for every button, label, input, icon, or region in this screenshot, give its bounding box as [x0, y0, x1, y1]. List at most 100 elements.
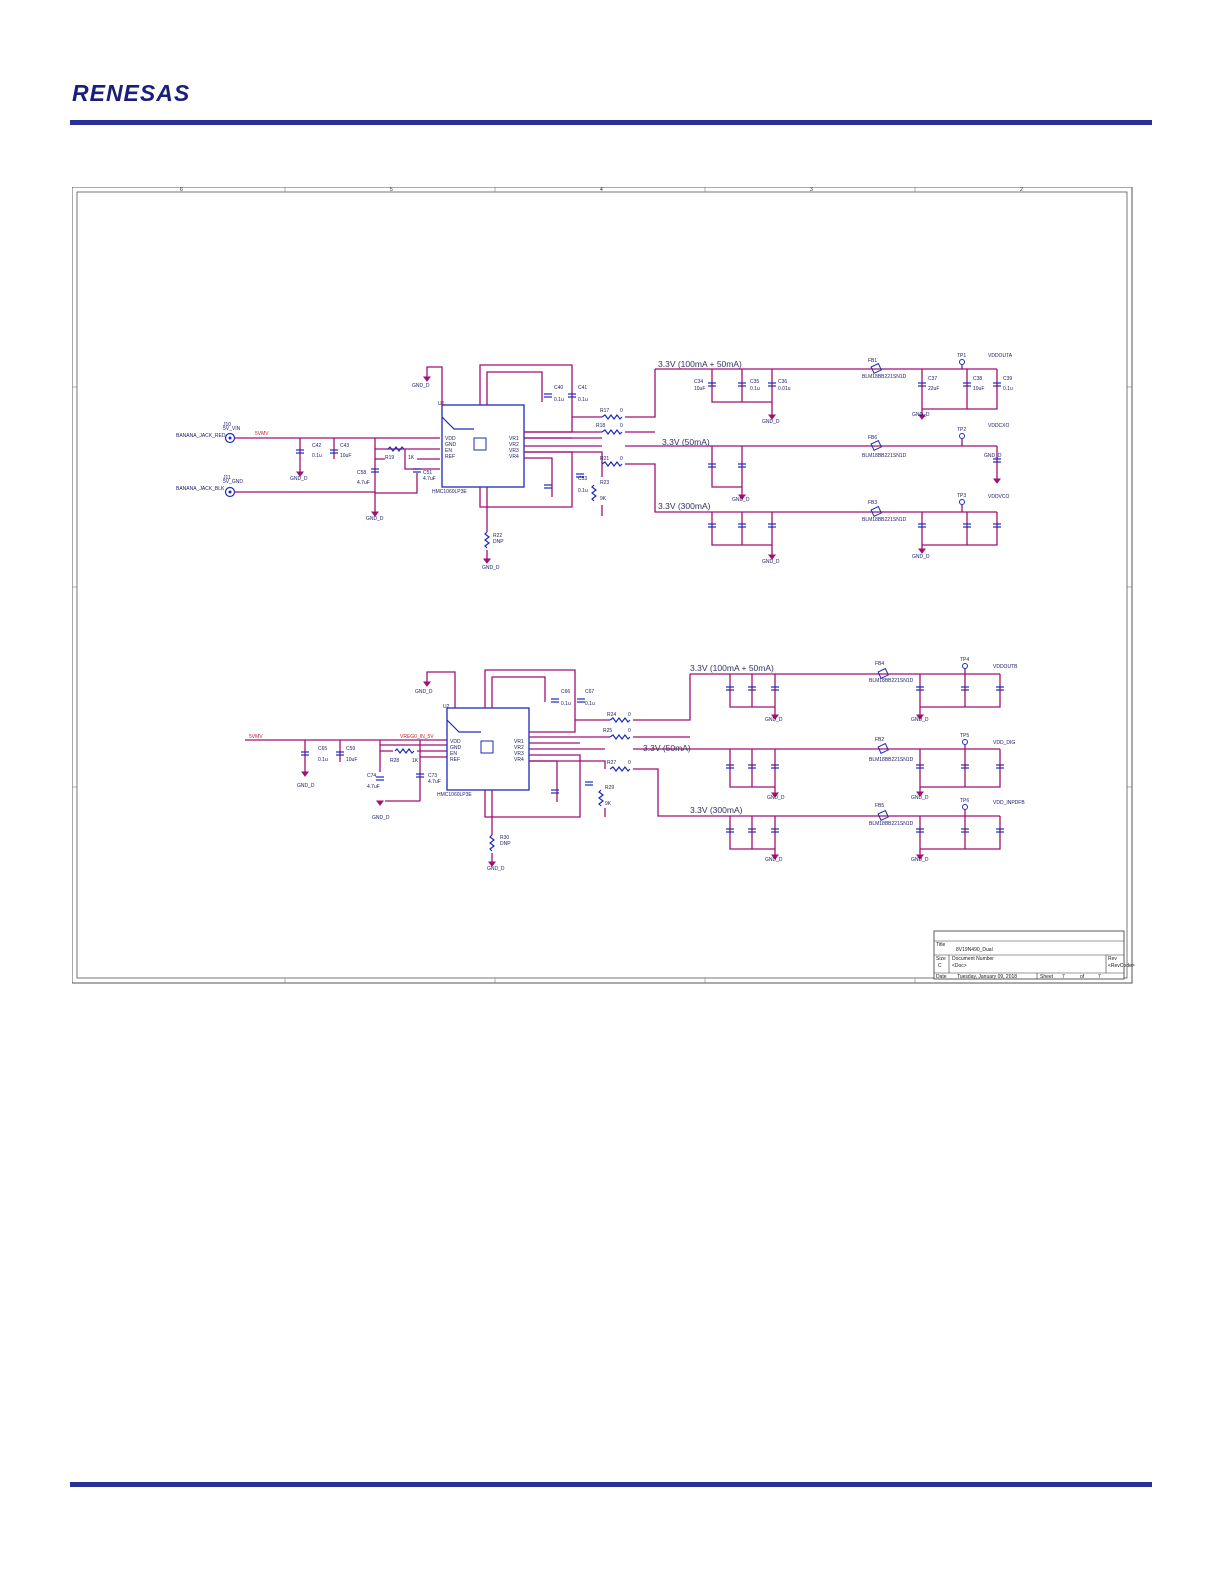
tb-size-label: Size: [936, 956, 946, 962]
u2-pin-vr2: VR2: [514, 745, 524, 751]
tp6-icon: [962, 804, 968, 810]
top-rail-c: 3.3V (300mA): [658, 501, 711, 511]
top-rail-a: 3.3V (100mA + 50mA): [658, 359, 742, 369]
gnd-label-16: GND_D: [911, 717, 929, 723]
out-vddouta: VDDOUTA: [988, 353, 1013, 359]
u2-pin-gnd: GND: [450, 745, 462, 751]
u2-pin-vr3: VR3: [514, 751, 524, 757]
gnd-label-10: GND_D: [912, 554, 930, 560]
c43-value: 10uF: [340, 453, 351, 459]
tp5-icon: [962, 739, 968, 745]
gnd-label-5: GND_D: [762, 419, 780, 425]
tp1-label: TP1: [957, 353, 966, 359]
r18-label: R18: [596, 423, 605, 429]
jack-blk-label: BANANA_JACK_BLK: [176, 486, 225, 492]
u2-part: HMC1060LP3E: [437, 792, 472, 798]
c42-value: 0.1u: [312, 453, 322, 459]
u1-pin-gnd: GND: [445, 442, 457, 448]
r17-value: 0: [620, 408, 623, 414]
gnd-label-20: GND_D: [911, 857, 929, 863]
gnd-label-13: GND_D: [415, 689, 433, 695]
border-num-4: 3: [810, 187, 813, 193]
out-vdd-dig: VDD_DIG: [993, 740, 1015, 746]
fb3-part: BLM18BB221SN1D: [862, 517, 907, 523]
c37-value: 22uF: [928, 386, 939, 392]
r29-label: R29: [605, 785, 614, 791]
tb-title: 8V19N490_Dual: [956, 947, 993, 953]
fb4-part: BLM18BB221SN1D: [869, 678, 914, 684]
r27-label: R27: [607, 760, 616, 766]
schematic-diagram: 6 5 4 3 2 BANANA_JACK_RED BANANA_JACK_BL…: [72, 187, 1135, 984]
footer-rule: [70, 1482, 1152, 1487]
c66-label: C66: [561, 689, 570, 695]
tb-size: C: [938, 963, 942, 969]
c38-value: 10uF: [973, 386, 984, 392]
c53-value: 0.1u: [578, 488, 588, 494]
u2-pin-en: EN: [450, 751, 457, 757]
c73-label: C73: [428, 773, 437, 779]
r30-label: R30: [500, 835, 509, 841]
gnd-label-12: GND_D: [372, 815, 390, 821]
r27-value: 0: [628, 760, 631, 766]
c40-value: 0.1u: [554, 397, 564, 403]
r21-value: 0: [620, 456, 623, 462]
tp5-label: TP5: [960, 733, 969, 739]
c39-label: C39: [1003, 376, 1012, 382]
r25-label: R25: [603, 728, 612, 734]
u2-pin-ref: REF: [450, 757, 460, 763]
tp4-icon: [962, 663, 968, 669]
fb1-label: FB1: [868, 358, 877, 364]
border-num-2: 5: [390, 187, 393, 193]
c41-value: 0.1u: [578, 397, 588, 403]
gnd-label-11: GND_D: [297, 783, 315, 789]
out-vddvco: VDDVCO: [988, 494, 1010, 500]
fb5-part: BLM18BB221SN1D: [869, 821, 914, 827]
fb3-icon: [870, 505, 882, 517]
u1-pin-vr3: VR3: [509, 448, 519, 454]
u2-label: U2: [443, 704, 450, 710]
fb5-label: FB5: [875, 803, 884, 809]
u1-pin-vdd: VDD: [445, 436, 456, 442]
c36-label: C36: [778, 379, 787, 385]
fb4-icon: [877, 667, 889, 679]
tb-title-label: Title: [936, 942, 945, 948]
c67-value: 0.1u: [585, 701, 595, 707]
c40-label: C40: [554, 385, 563, 391]
fb1-icon: [870, 362, 882, 374]
c34-label: C34: [694, 379, 703, 385]
jack-red-label: BANANA_JACK_RED: [176, 433, 226, 439]
j11-label: J11: [223, 475, 231, 481]
gnd-label-19: GND_D: [765, 857, 783, 863]
u1-pin-en: EN: [445, 448, 452, 454]
tb-sheet-num: 7: [1062, 974, 1065, 980]
title-block: Title 8V19N490_Dual Size C Document Numb…: [933, 930, 1135, 980]
out-vdd-inpdfb: VDD_INPDFB: [993, 800, 1025, 806]
c58-label: C58: [357, 470, 366, 476]
tp3-icon: [959, 499, 965, 505]
tb-sheet-label: Sheet: [1040, 974, 1054, 980]
c74-value: 4.7uF: [367, 784, 380, 790]
j10-label: J10: [223, 422, 231, 428]
r21-label: R21: [600, 456, 609, 462]
c42-label: C42: [312, 443, 321, 449]
top-regulator-section: BANANA_JACK_RED BANANA_JACK_BLK J10 5V_V…: [176, 353, 1013, 571]
tb-sheet-total: 7: [1098, 974, 1101, 980]
fb2-label: FB2: [875, 737, 884, 743]
fb2-part: BLM18BB221SN1D: [869, 757, 914, 763]
u1-pin-ref: REF: [445, 454, 455, 460]
bottom-regulator-section: 5VMV VREG0_IN_5V C65 0.1u C59 10uF C74 4…: [245, 657, 1025, 872]
fb1-part: BLM18BB221SN1D: [862, 374, 907, 380]
net-5v-label-2: 5VMV: [249, 734, 263, 740]
gnd-label-2: GND_D: [366, 516, 384, 522]
r24-label: R24: [607, 712, 616, 718]
tp6-label: TP6: [960, 798, 969, 804]
gnd-label-1: GND_D: [290, 476, 308, 482]
net-5v-label: 5VMV: [255, 431, 269, 437]
u1-pin-vr2: VR2: [509, 442, 519, 448]
out-vddcxo: VDDCXO: [988, 423, 1010, 429]
r28-label: R28: [390, 758, 399, 764]
r28-value: 1K: [412, 758, 419, 764]
tp3-label: TP3: [957, 493, 966, 499]
fb3-label: FB3: [868, 500, 877, 506]
tb-date: Tuesday, January 09, 2018: [957, 974, 1017, 980]
